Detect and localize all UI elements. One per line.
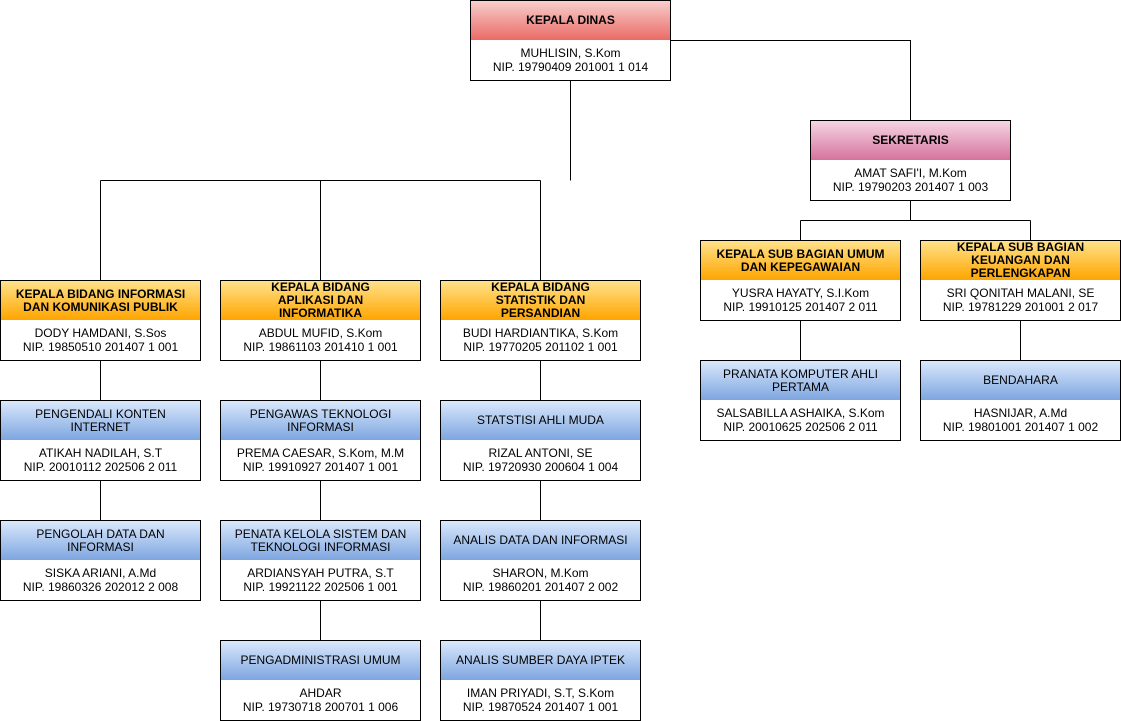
penata-kelola-title: PENATA KELOLA SISTEM DAN TEKNOLOGI INFOR… [220,520,421,561]
pengadministrasi-name: AHDAR [299,686,342,700]
bidang-statistik-name: BUDI HARDIANTIKA, S.Kom [462,326,619,340]
sekretaris-info: AMAT SAFI'I, M.Kom NIP. 19790203 201407 … [810,160,1011,201]
penata-kelola-info: ARDIANSYAH PUTRA, S.T NIP. 19921122 2025… [220,560,421,601]
pengolah-data-info: SISKA ARIANI, A.Md NIP. 19860326 202012 … [0,560,201,601]
pengolah-data-title: PENGOLAH DATA DAN INFORMASI [0,520,201,561]
bidang-ikp-name: DODY HAMDANI, S.Sos [34,326,167,340]
subbag-keuangan-title: KEPALA SUB BAGIAN KEUANGAN DAN PERLENGKA… [920,240,1121,281]
statistisi-title: STATSTISI AHLI MUDA [440,400,641,441]
subbag-umum-title: KEPALA SUB BAGIAN UMUM DAN KEPEGAWAIAN [700,240,901,281]
bidang-ikp-title: KEPALA BIDANG INFORMASI DAN KOMUNIKASI P… [0,280,201,321]
penata-kelola-name: ARDIANSYAH PUTRA, S.T [247,566,394,580]
analis-iptek-nip: NIP. 19870524 201407 1 001 [462,700,619,714]
kepala-dinas-name: MUHLISIN, S.Kom [520,46,621,60]
pengendali-konten-nip: NIP. 20010112 202506 2 011 [23,460,178,474]
pengawas-ti-info: PREMA CAESAR, S.Kom, M.M NIP. 19910927 2… [220,440,421,481]
pranata-komputer-title: PRANATA KOMPUTER AHLI PERTAMA [700,360,901,401]
penata-kelola-nip: NIP. 19921122 202506 1 001 [243,580,398,594]
pranata-komputer-nip: NIP. 20010625 202506 2 011 [723,420,878,434]
bidang-aptika-name: ABDUL MUFID, S.Kom [258,326,383,340]
subbag-keuangan-name: SRI QONITAH MALANI, SE [946,286,1095,300]
bendahara-title: BENDAHARA [920,360,1121,401]
analis-data-nip: NIP. 19860201 201407 2 002 [462,580,619,594]
bidang-aptika-info: ABDUL MUFID, S.Kom NIP. 19861103 201410 … [220,320,421,361]
analis-data-name: SHARON, M.Kom [492,566,589,580]
pranata-komputer-info: SALSABILLA ASHAIKA, S.Kom NIP. 20010625 … [700,400,901,441]
subbag-umum-nip: NIP. 19910125 201407 2 011 [723,300,878,314]
bidang-ikp-info: DODY HAMDANI, S.Sos NIP. 19850510 201407… [0,320,201,361]
kepala-dinas-title: KEPALA DINAS [470,0,671,41]
bidang-statistik-nip: NIP. 19770205 201102 1 001 [463,340,618,354]
subbag-umum-info: YUSRA HAYATY, S.I.Kom NIP. 19910125 2014… [700,280,901,321]
pengawas-ti-title: PENGAWAS TEKNOLOGI INFORMASI [220,400,421,441]
analis-data-info: SHARON, M.Kom NIP. 19860201 201407 2 002 [440,560,641,601]
bendahara-info: HASNIJAR, A.Md NIP. 19801001 201407 1 00… [920,400,1121,441]
bidang-ikp-nip: NIP. 19850510 201407 1 001 [22,340,179,354]
statistisi-name: RIZAL ANTONI, SE [488,446,593,460]
pengadministrasi-nip: NIP. 19730718 200701 1 006 [242,700,399,714]
bidang-statistik-title: KEPALA BIDANG STATISTIK DAN PERSANDIAN [440,280,641,321]
subbag-umum-name: YUSRA HAYATY, S.I.Kom [731,286,870,300]
bidang-aptika-title: KEPALA BIDANG APLIKASI DAN INFORMATIKA [220,280,421,321]
sekretaris-title: SEKRETARIS [810,120,1011,161]
pengadministrasi-info: AHDAR NIP. 19730718 200701 1 006 [220,680,421,721]
pengawas-ti-nip: NIP. 19910927 201407 1 001 [242,460,399,474]
kepala-dinas-nip: NIP. 19790409 201001 1 014 [492,60,649,74]
subbag-keuangan-info: SRI QONITAH MALANI, SE NIP. 19781229 201… [920,280,1121,321]
kepala-dinas-info: MUHLISIN, S.Kom NIP. 19790409 201001 1 0… [470,40,671,81]
statistisi-nip: NIP. 19720930 200604 1 004 [462,460,619,474]
pengolah-data-name: SISKA ARIANI, A.Md [44,566,157,580]
pengendali-konten-title: PENGENDALI KONTEN INTERNET [0,400,201,441]
bidang-statistik-info: BUDI HARDIANTIKA, S.Kom NIP. 19770205 20… [440,320,641,361]
subbag-keuangan-nip: NIP. 19781229 201001 2 017 [942,300,1099,314]
analis-data-title: ANALIS DATA DAN INFORMASI [440,520,641,561]
bendahara-name: HASNIJAR, A.Md [973,406,1068,420]
pengendali-konten-info: ATIKAH NADILAH, S.T NIP. 20010112 202506… [0,440,201,481]
bidang-aptika-nip: NIP. 19861103 201410 1 001 [243,340,398,354]
pengendali-konten-name: ATIKAH NADILAH, S.T [38,446,163,460]
bendahara-nip: NIP. 19801001 201407 1 002 [942,420,1099,434]
sekretaris-nip: NIP. 19790203 201407 1 003 [832,180,989,194]
sekretaris-name: AMAT SAFI'I, M.Kom [854,166,967,180]
pranata-komputer-name: SALSABILLA ASHAIKA, S.Kom [716,406,885,420]
analis-iptek-info: IMAN PRIYADI, S.T, S.Kom NIP. 19870524 2… [440,680,641,721]
statistisi-info: RIZAL ANTONI, SE NIP. 19720930 200604 1 … [440,440,641,481]
analis-iptek-title: ANALIS SUMBER DAYA IPTEK [440,640,641,681]
pengolah-data-nip: NIP. 19860326 202012 2 008 [22,580,179,594]
analis-iptek-name: IMAN PRIYADI, S.T, S.Kom [466,686,615,700]
pengadministrasi-title: PENGADMINISTRASI UMUM [220,640,421,681]
pengawas-ti-name: PREMA CAESAR, S.Kom, M.M [236,446,405,460]
